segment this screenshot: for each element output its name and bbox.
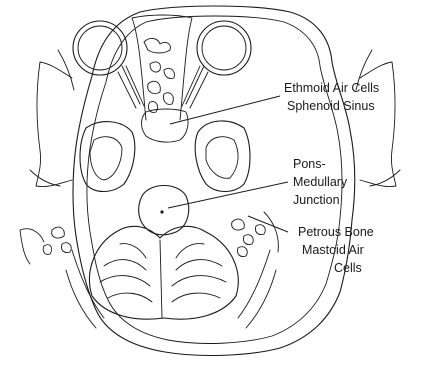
label-petrous-line-1: Petrous Bone [298, 225, 374, 239]
label-pons-line-2: Medullary [293, 175, 348, 189]
left-middle-fossa-inner [90, 137, 122, 180]
brainstem [139, 186, 189, 235]
label-ethmoid: Ethmoid Air Cells Sphenoid Sinus [284, 81, 383, 113]
label-ethmoid-line-1: Ethmoid Air Cells [284, 81, 379, 95]
label-petrous-line-3: Cells [334, 261, 362, 275]
cerebellar-folia-right [172, 244, 226, 302]
right-orbit [197, 21, 251, 75]
left-zygomatic [30, 50, 74, 186]
label-pons-line-1: Pons- [293, 157, 326, 171]
left-orbital-lines [118, 66, 144, 108]
ethmoid-air-cells [144, 38, 174, 112]
left-middle-fossa [80, 122, 135, 192]
left-mastoid-air-cells [20, 227, 71, 264]
right-occipital-curve [238, 250, 276, 328]
cerebellar-folia-left [100, 244, 152, 302]
left-temporal-region [36, 62, 72, 187]
right-middle-fossa [195, 121, 250, 192]
left-orbit [73, 21, 127, 75]
right-orbital-lines [182, 66, 208, 108]
label-ethmoid-line-2: Sphenoid Sinus [287, 99, 375, 113]
petrous-leader-line [248, 216, 288, 232]
vermis-line [160, 240, 162, 318]
central-canal-dot [160, 210, 163, 213]
label-pons-line-3: Junction [293, 193, 340, 207]
label-petrous: Petrous Bone Mastoid Air Cells [298, 225, 377, 275]
ethmoid-leader-line [170, 96, 280, 124]
label-pons: Pons- Medullary Junction [293, 157, 351, 207]
label-petrous-line-2: Mastoid Air [302, 243, 364, 257]
left-occipital-curve [66, 250, 104, 328]
right-middle-fossa-inner [206, 137, 238, 179]
cerebellum-outline [89, 226, 238, 319]
